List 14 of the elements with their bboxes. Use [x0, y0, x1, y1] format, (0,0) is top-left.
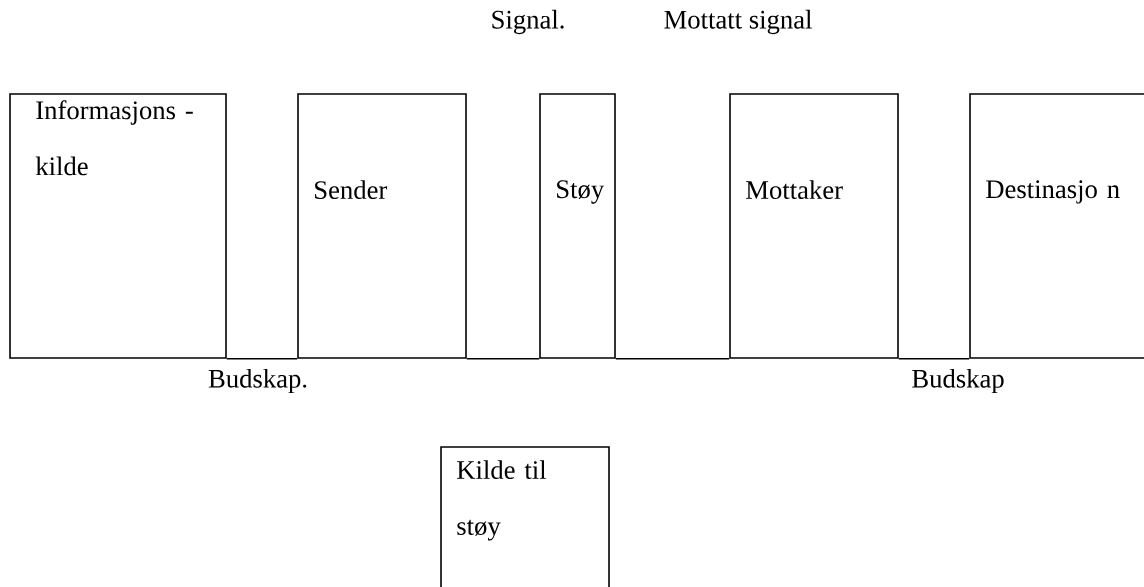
process-box: Sender — [297, 93, 467, 359]
text-label: Budskap — [912, 368, 1004, 394]
text-label: Budskap. — [208, 368, 307, 394]
process-box: Informasjons -kilde — [9, 93, 227, 359]
process-box: Støy — [539, 93, 616, 359]
connector-line — [466, 358, 540, 360]
connector-line — [226, 358, 298, 360]
process-box: Kilde til støy — [440, 446, 610, 587]
text-label: Mottatt signal — [664, 9, 812, 35]
process-box: Mottaker — [729, 93, 899, 359]
text-label: Signal. — [492, 9, 564, 35]
connector-line — [615, 358, 730, 360]
connector-line — [898, 358, 970, 360]
process-box: Destinasjo n — [969, 93, 1144, 359]
